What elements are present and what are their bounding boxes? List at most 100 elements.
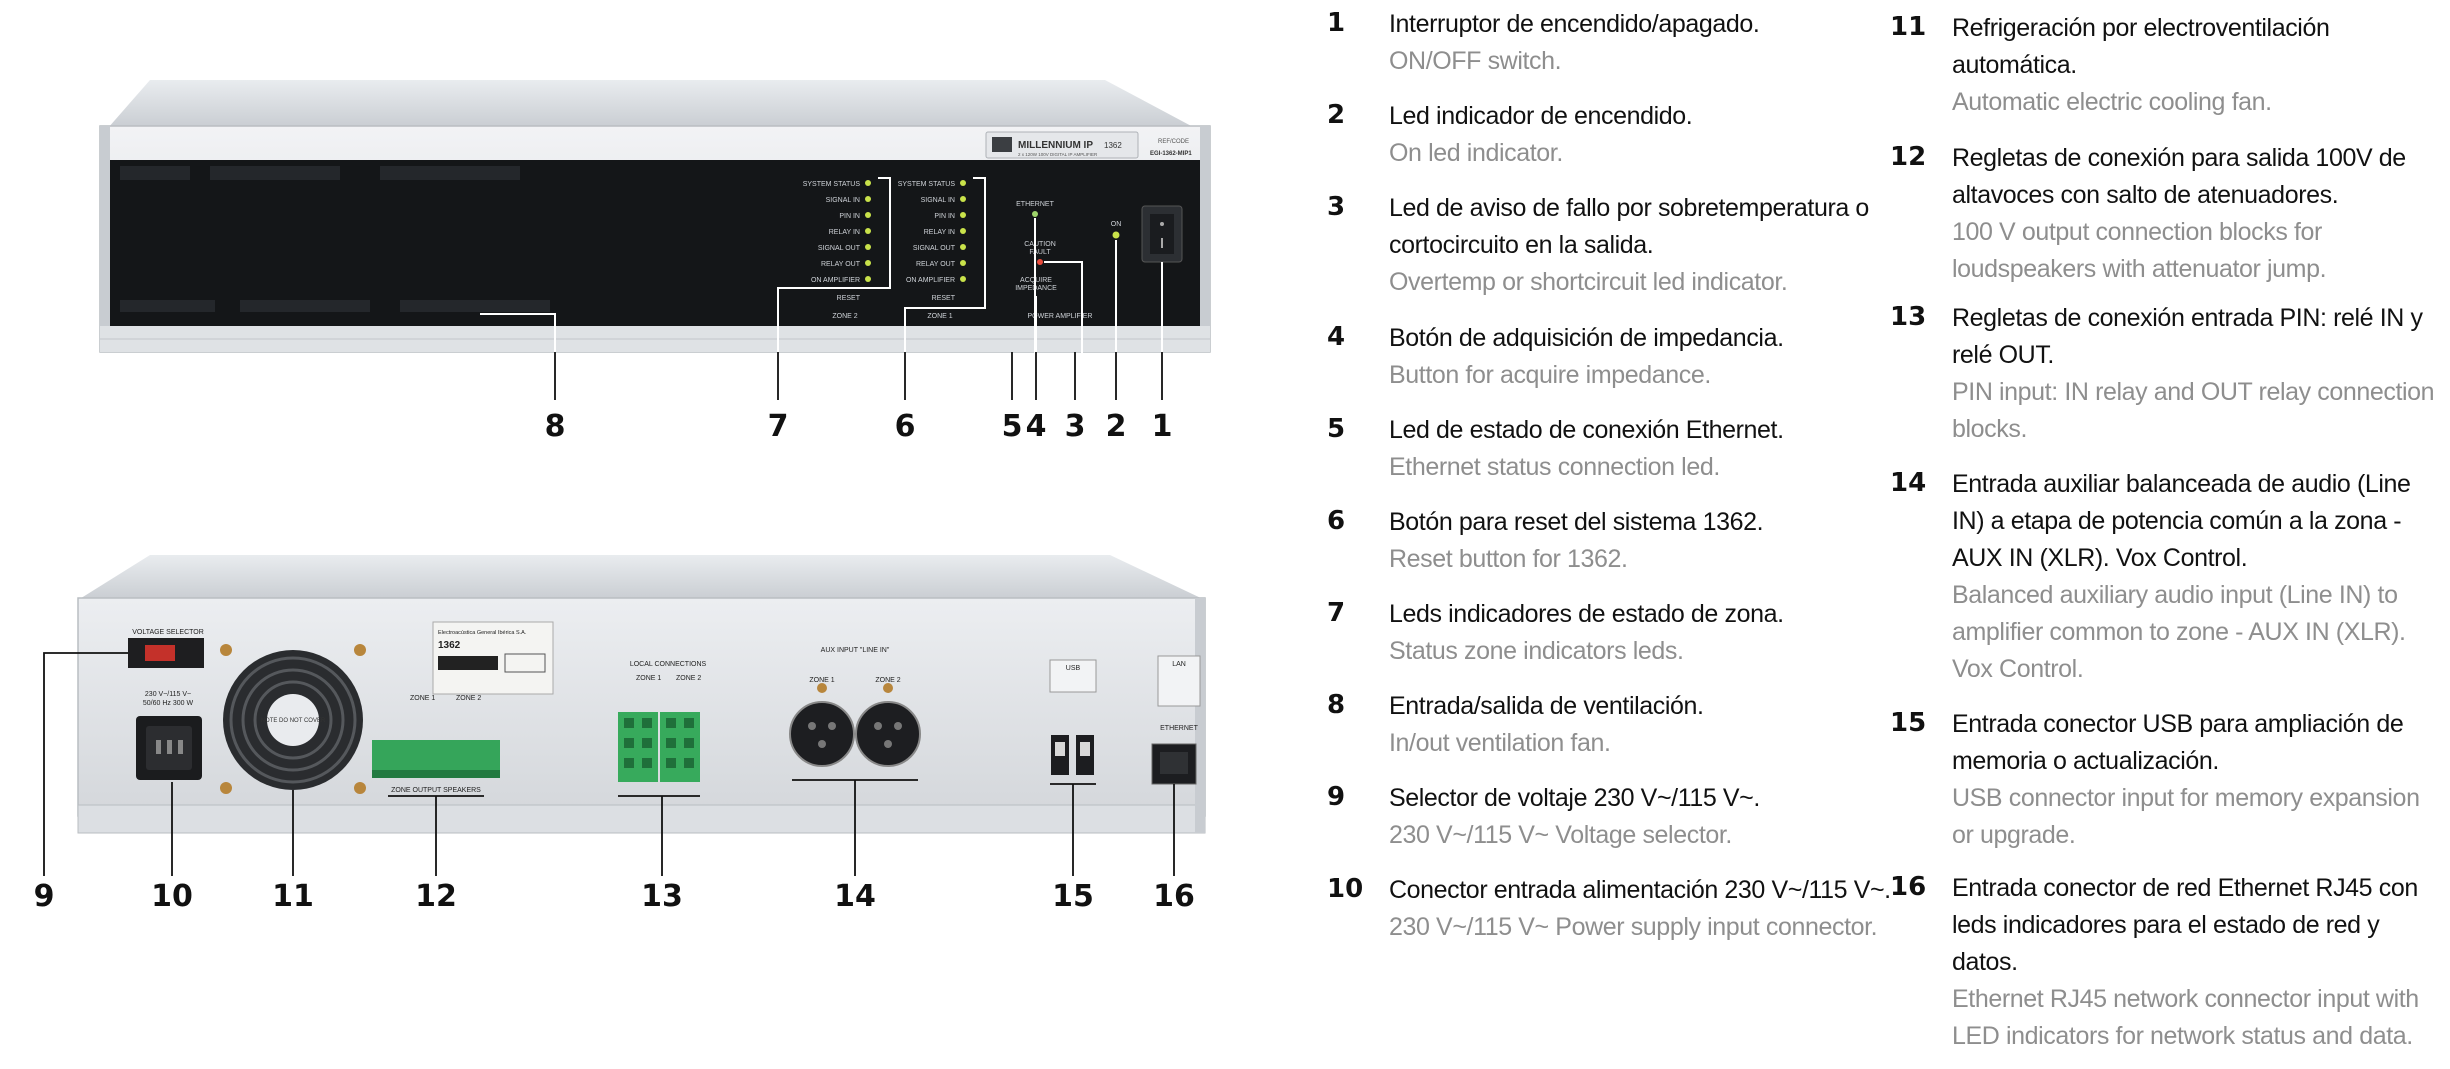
svg-text:RELAY IN: RELAY IN xyxy=(829,229,860,236)
brand-model: 1362 xyxy=(1104,141,1122,150)
rear-leader-lines xyxy=(43,652,1175,876)
legend-text-en: USB connector input for memory expansion… xyxy=(1952,784,2420,849)
legend-item-15: 15 Entrada conector USB para ampliación … xyxy=(1890,706,2445,854)
legend-item-9: 9 Selector de voltaje 230 V~/115 V~.230 … xyxy=(1327,780,1902,854)
legend-item-10: 10 Conector entrada alimentación 230 V~/… xyxy=(1327,872,1902,946)
brand-sub: 2 x 120W 100V DIGITAL IP AMPLIFIER xyxy=(1018,152,1098,157)
brand-name: MILLENNIUM IP xyxy=(1018,140,1093,151)
svg-text:ZONE 2: ZONE 2 xyxy=(676,675,701,682)
legend-text-es: Entrada/salida de ventilación. xyxy=(1389,692,1704,720)
front-controls: ETHERNET CAUTION FAULT ACQUIRE IMPEDANCE… xyxy=(1015,201,1183,320)
legend-number: 1 xyxy=(1327,8,1346,38)
legend-text-en: Ethernet status connection led. xyxy=(1389,453,1720,481)
legend-number: 16 xyxy=(1890,872,1927,902)
svg-text:ZONE OUTPUT SPEAKERS: ZONE OUTPUT SPEAKERS xyxy=(391,787,481,794)
legend-item-5: 5 Led de estado de conexión Ethernet. Eth… xyxy=(1327,412,1902,486)
callout-12: 12 xyxy=(415,879,457,914)
svg-text:NOTE DO NOT COVER: NOTE DO NOT COVER xyxy=(261,718,326,724)
legend-number: 5 xyxy=(1327,414,1346,444)
svg-text:ETHERNET: ETHERNET xyxy=(1016,201,1054,208)
zone2-label: ZONE 2 xyxy=(832,313,857,320)
svg-text:ZONE 2: ZONE 2 xyxy=(456,695,481,702)
svg-text:LOCAL CONNECTIONS: LOCAL CONNECTIONS xyxy=(630,661,707,668)
aux-xlr-inputs: AUX INPUT "LINE IN" ZONE 1 ZONE 2 xyxy=(789,647,921,767)
ethernet-led xyxy=(1032,211,1038,217)
legend-text-en: Button for acquire impedance. xyxy=(1389,361,1711,389)
legend-item-3: 3 Led de aviso de fallo por sobretempera… xyxy=(1327,190,1902,301)
legend-text-en: Automatic electric cooling fan. xyxy=(1952,88,2272,116)
callout-1: 1 xyxy=(1152,409,1173,444)
svg-text:LAN: LAN xyxy=(1172,661,1186,668)
callout-14: 14 xyxy=(834,879,876,914)
callout-15: 15 xyxy=(1052,879,1094,914)
svg-text:SYSTEM STATUS: SYSTEM STATUS xyxy=(898,181,956,188)
legend-item-11: 11 Refrigeración por electroventilación … xyxy=(1890,10,2445,121)
legend-text-es: Led de estado de conexión Ethernet. xyxy=(1389,416,1784,444)
legend-item-7: 7 Leds indicadores de estado de zona. Sta… xyxy=(1327,596,1902,670)
local-connection-blocks: LOCAL CONNECTIONS ZONE 1 ZONE 2 xyxy=(618,661,707,782)
device-illustrations: MILLENNIUM IP 1362 2 x 120W 100V DIGITAL… xyxy=(34,80,1211,914)
svg-text:230 V~/115 V~: 230 V~/115 V~ xyxy=(145,691,191,698)
legend-text-es: Entrada conector de red Ethernet RJ45 co… xyxy=(1952,874,2418,976)
legend-item-1: 1 Interruptor de encendido/apagado. ON/OF… xyxy=(1327,6,1902,80)
lan-port: LAN ETHERNET xyxy=(1151,655,1201,785)
legend-text-en: ON/OFF switch. xyxy=(1389,47,1562,75)
power-inlet xyxy=(136,716,202,780)
brand-plate: MILLENNIUM IP 1362 2 x 120W 100V DIGITAL… xyxy=(985,131,1192,159)
svg-text:Electroacústica General Ibéric: Electroacústica General Ibérica S.A. xyxy=(438,630,527,636)
legend-number: 15 xyxy=(1890,708,1927,738)
legend-text-en: Balanced auxiliary audio input (Line IN)… xyxy=(1952,581,2406,683)
zone1-label: ZONE 1 xyxy=(927,313,952,320)
front-leader-lines-dark xyxy=(554,352,1163,400)
legend-text-en: 230 V~/115 V~ Power supply input connect… xyxy=(1389,913,1878,941)
callout-2: 2 xyxy=(1106,409,1127,444)
svg-text:50/60 Hz 300 W: 50/60 Hz 300 W xyxy=(143,700,194,707)
svg-text:SYSTEM STATUS: SYSTEM STATUS xyxy=(803,181,861,188)
svg-text:SIGNAL OUT: SIGNAL OUT xyxy=(913,245,956,252)
voltage-selector: VOLTAGE SELECTOR 230 V~/115 V~ 50/60 Hz … xyxy=(128,629,204,707)
legend-text-es: Entrada auxiliar balanceada de audio (Li… xyxy=(1952,470,2411,572)
speaker-output-blocks: ZONE 1 ZONE 2 ZONE OUTPUT SPEAKERS xyxy=(372,695,500,794)
svg-text:CAUTION: CAUTION xyxy=(1024,241,1056,248)
svg-text:ON AMPLIFIER: ON AMPLIFIER xyxy=(811,277,860,284)
svg-text:RELAY OUT: RELAY OUT xyxy=(821,261,861,268)
legend-number: 13 xyxy=(1890,302,1927,332)
legend-number: 2 xyxy=(1327,100,1346,130)
front-panel-unit: MILLENNIUM IP 1362 2 x 120W 100V DIGITAL… xyxy=(99,80,1211,353)
legend-text-es: Interruptor de encendido/apagado. xyxy=(1389,10,1760,38)
callout-11: 11 xyxy=(272,879,314,914)
legend-text-es: Refrigeración por electroventilación aut… xyxy=(1952,14,2330,79)
legend-text-en: In/out ventilation fan. xyxy=(1389,729,1611,757)
callout-8: 8 xyxy=(545,409,566,444)
legend-text-es: Conector entrada alimentación 230 V~/115… xyxy=(1389,876,1891,904)
legend-text-es: Regletas de conexión entrada PIN: relé I… xyxy=(1952,304,2423,369)
legend-number: 12 xyxy=(1890,142,1927,172)
svg-text:PIN IN: PIN IN xyxy=(839,213,860,220)
cooling-fan: NOTE DO NOT COVER xyxy=(220,644,366,794)
legend-text-en: 100 V output connection blocks for louds… xyxy=(1952,218,2327,283)
svg-text:1362: 1362 xyxy=(438,640,461,651)
svg-text:USB: USB xyxy=(1066,665,1081,672)
svg-text:RELAY OUT: RELAY OUT xyxy=(916,261,956,268)
legend-text-es: Entrada conector USB para ampliación de … xyxy=(1952,710,2404,775)
svg-text:IMPEDANCE: IMPEDANCE xyxy=(1015,285,1057,292)
legend-text-en: Status zone indicators leds. xyxy=(1389,637,1684,665)
front-ventilation-grille xyxy=(120,166,550,312)
legend-number: 7 xyxy=(1327,598,1346,628)
callout-16: 16 xyxy=(1153,879,1195,914)
legend-text-es: Botón de adquisición de impedancia. xyxy=(1389,324,1784,352)
svg-text:PIN IN: PIN IN xyxy=(934,213,955,220)
legend-number: 6 xyxy=(1327,506,1346,536)
callout-4: 4 xyxy=(1026,409,1047,444)
callout-7: 7 xyxy=(768,409,789,444)
ref-code: EGI-1362-MIP1 xyxy=(1150,151,1192,157)
legend-text-en: 230 V~/115 V~ Voltage selector. xyxy=(1389,821,1732,849)
svg-text:VOLTAGE SELECTOR: VOLTAGE SELECTOR xyxy=(132,629,204,636)
legend-number: 4 xyxy=(1327,322,1346,352)
svg-text:ZONE 1: ZONE 1 xyxy=(636,675,661,682)
svg-text:ON AMPLIFIER: ON AMPLIFIER xyxy=(906,277,955,284)
svg-text:RELAY IN: RELAY IN xyxy=(924,229,955,236)
legend-item-6: 6 Botón para reset del sistema 1362.Rese… xyxy=(1327,504,1902,578)
legend-text-en: Ethernet RJ45 network connector input wi… xyxy=(1952,985,2419,1050)
legend-text-es: Leds indicadores de estado de zona. xyxy=(1389,600,1784,628)
